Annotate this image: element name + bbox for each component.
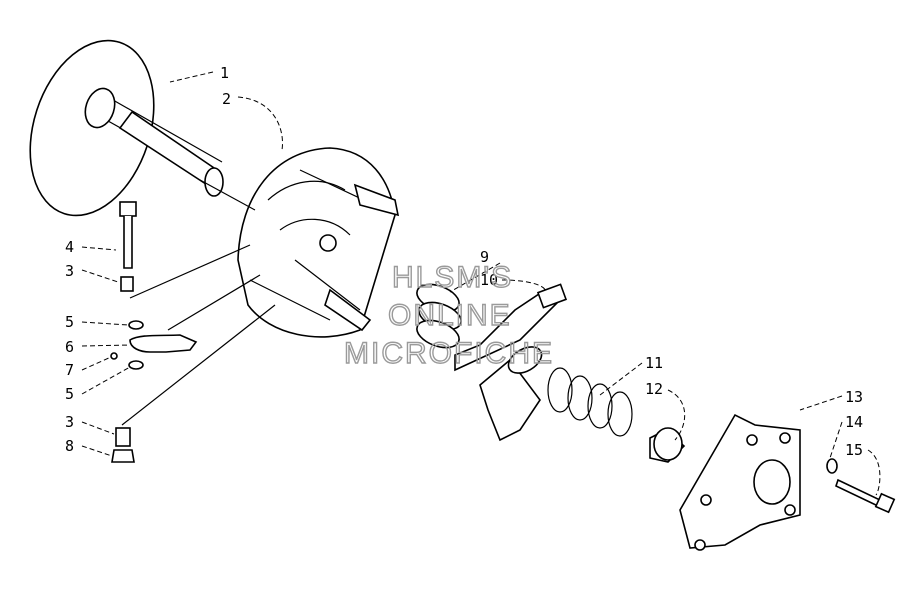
callout-4: 4 xyxy=(65,238,74,256)
part-14-washer xyxy=(826,458,838,474)
part-6-arm xyxy=(129,334,198,353)
part-1-sheave xyxy=(29,39,224,217)
watermark-line-1: HLSM'S xyxy=(392,261,513,294)
callout-12: 12 xyxy=(645,380,663,398)
callout-5-lower: 5 xyxy=(65,385,74,403)
guide-line-shaft xyxy=(199,179,256,211)
part-13-cover xyxy=(679,413,801,551)
callout-5-upper: 5 xyxy=(65,313,74,331)
part-7-pin xyxy=(110,352,118,360)
part-5-washer-lower xyxy=(128,360,144,370)
part-10-cam xyxy=(454,283,568,442)
callout-7: 7 xyxy=(65,361,74,379)
callout-2: 2 xyxy=(222,90,231,108)
part-3-bushing-upper xyxy=(120,276,134,292)
guide-line-arm xyxy=(167,274,261,331)
watermark-line-2: ONLINE xyxy=(388,299,512,332)
part-4-bolt xyxy=(119,201,137,269)
part-3-bushing-lower xyxy=(115,427,131,447)
callouts: 1 2 4 3 5 6 7 5 3 8 9 10 11 12 13 14 15 xyxy=(65,64,863,459)
part-8-nut xyxy=(111,449,135,463)
part-2-housing xyxy=(237,147,400,338)
callout-15: 15 xyxy=(845,441,863,459)
callout-6: 6 xyxy=(65,338,74,356)
callout-10: 10 xyxy=(480,271,498,289)
callout-1: 1 xyxy=(220,64,229,82)
part-12-ring xyxy=(649,427,686,463)
watermark: HLSM'S ONLINE MICROFICHE xyxy=(343,260,554,370)
part-5-washer-upper xyxy=(128,320,144,330)
callout-14: 14 xyxy=(845,413,863,431)
callout-11: 11 xyxy=(645,354,663,372)
part-15-bolt xyxy=(835,478,896,514)
part-9-roller-stack xyxy=(416,283,462,349)
callout-13: 13 xyxy=(845,388,863,406)
callout-3-upper: 3 xyxy=(65,262,74,280)
callout-8: 8 xyxy=(65,437,74,455)
watermark-line-3: MICROFICHE xyxy=(344,337,554,370)
callout-3-lower: 3 xyxy=(65,413,74,431)
guide-line-bolt xyxy=(129,244,251,299)
guide-line-lower xyxy=(121,304,276,426)
part-11-spring xyxy=(547,367,633,437)
callout-9: 9 xyxy=(480,248,489,266)
leader-lines xyxy=(81,71,881,496)
